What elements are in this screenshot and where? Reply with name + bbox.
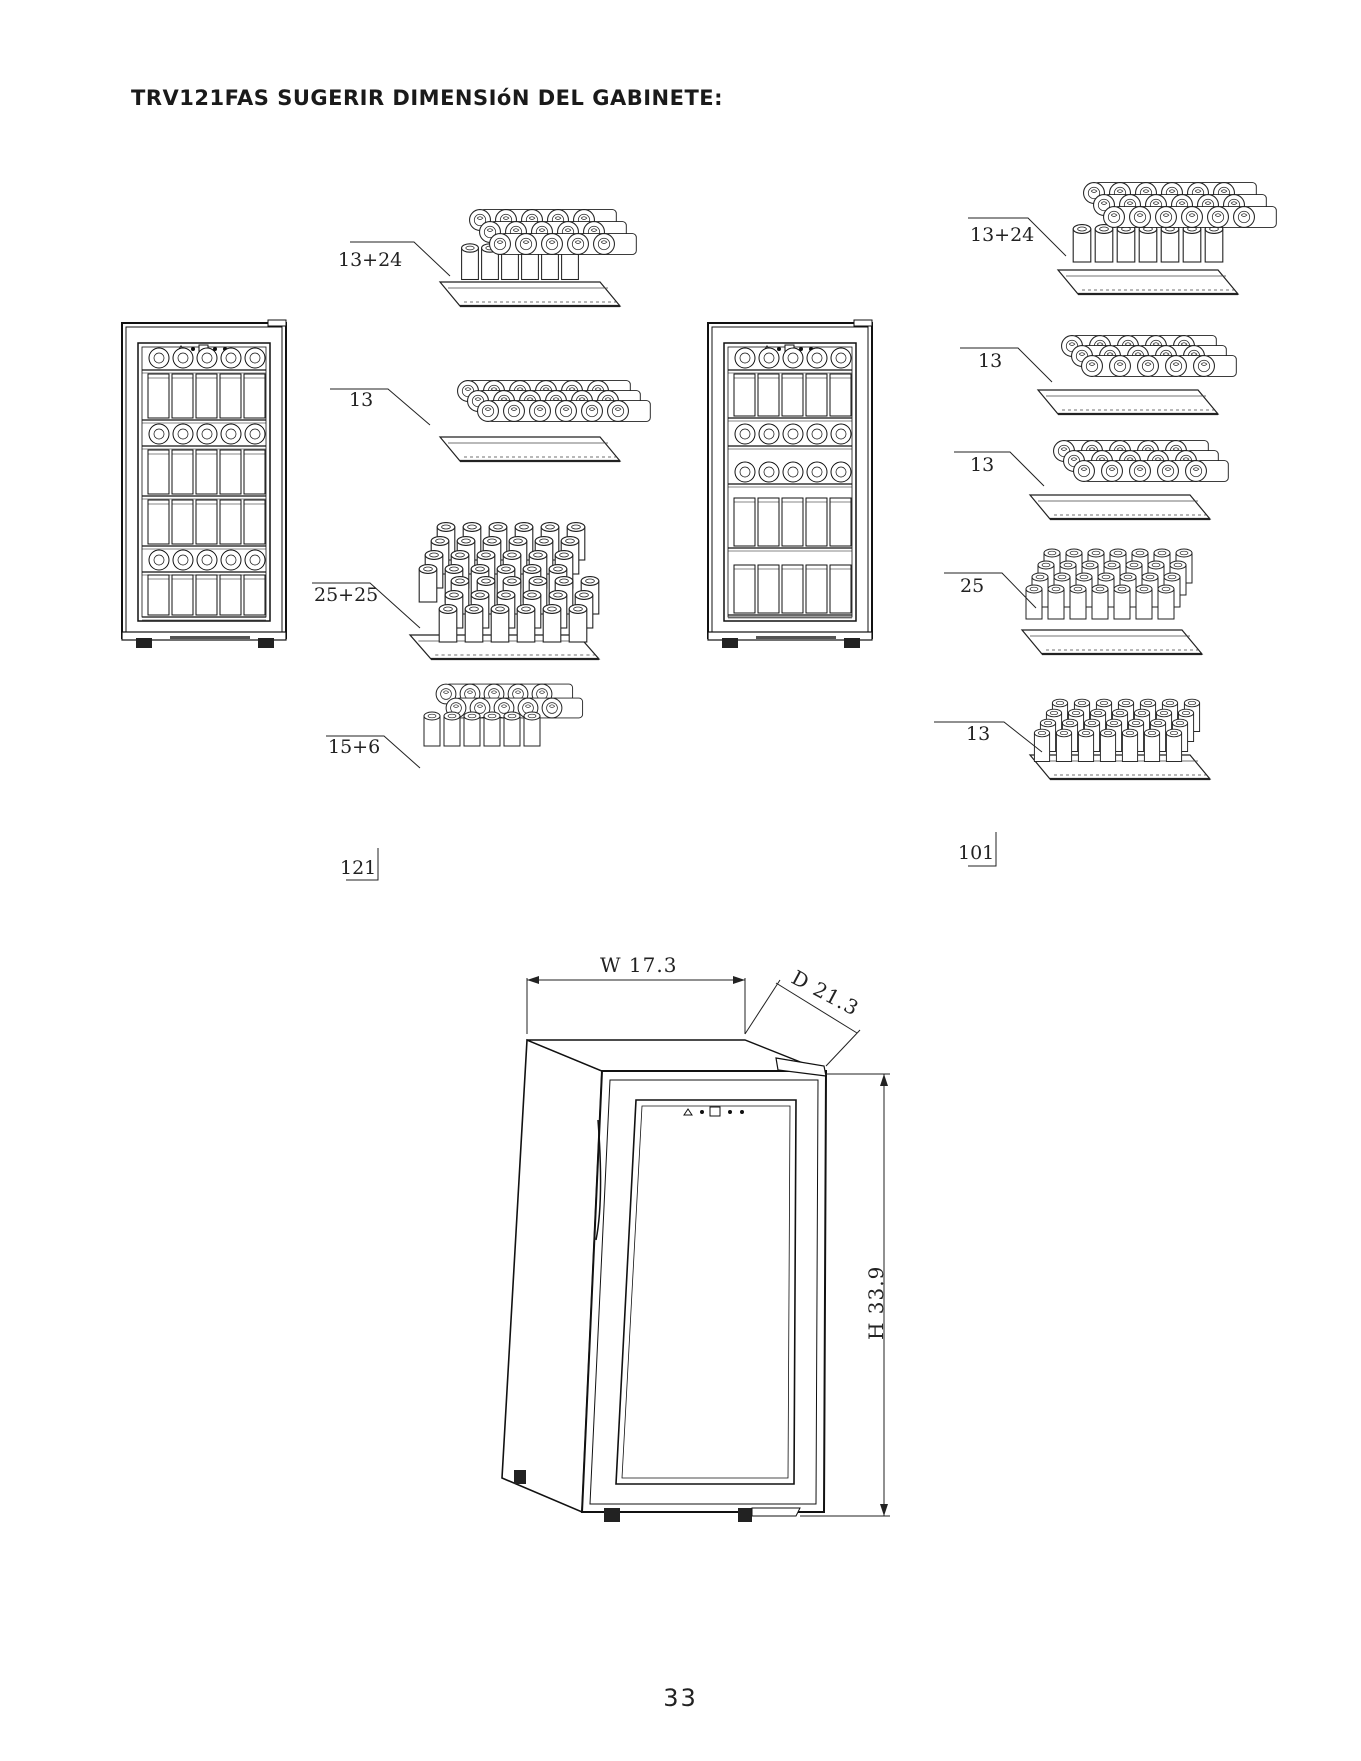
can-icon bbox=[484, 712, 500, 746]
shelf-illustration bbox=[1022, 549, 1202, 654]
can-icon bbox=[1034, 729, 1049, 761]
shelf-capacity-label: 13+24 bbox=[970, 224, 1034, 246]
can-icon bbox=[1183, 225, 1201, 262]
shelf-illustration bbox=[410, 523, 599, 659]
shelf-capacity-label: 15+6 bbox=[328, 736, 380, 758]
can-icon bbox=[517, 605, 535, 642]
can-icon bbox=[491, 605, 509, 642]
shelf-illustrations-right bbox=[1022, 183, 1276, 779]
can-icon bbox=[1122, 729, 1137, 761]
depth-dimension: D 21.3 bbox=[788, 965, 864, 1020]
fridge-front-left bbox=[122, 320, 286, 648]
shelf-illustration bbox=[424, 684, 583, 746]
can-icon bbox=[462, 244, 479, 280]
can-icon bbox=[543, 605, 561, 642]
can-icon bbox=[444, 712, 460, 746]
shelf-illustration bbox=[1030, 441, 1228, 519]
shelf-capacity-label: 13 bbox=[966, 723, 990, 745]
can-icon bbox=[1161, 225, 1179, 262]
can-icon bbox=[1117, 225, 1135, 262]
shelf-illustration bbox=[1030, 699, 1210, 779]
can-icon bbox=[504, 712, 520, 746]
fridge-front-right bbox=[708, 320, 872, 648]
height-dimension: H 33.9 bbox=[864, 1266, 888, 1340]
can-icon bbox=[524, 712, 540, 746]
can-icon bbox=[1073, 225, 1091, 262]
can-icon bbox=[419, 565, 437, 602]
can-icon bbox=[1095, 225, 1113, 262]
can-icon bbox=[1234, 207, 1277, 228]
can-icon bbox=[1100, 729, 1115, 761]
can-icon bbox=[542, 698, 583, 718]
can-icon bbox=[1158, 585, 1174, 619]
can-icon bbox=[1136, 585, 1152, 619]
total-capacity-label: 101 bbox=[958, 842, 994, 864]
shelf-illustration bbox=[440, 210, 636, 306]
shelf-capacity-label: 13 bbox=[978, 350, 1002, 372]
shelf-capacity-label: 13 bbox=[349, 389, 373, 411]
shelf-illustration bbox=[440, 381, 650, 461]
can-icon bbox=[1078, 729, 1093, 761]
dimension-drawing: W 17.3 D 21.3 H 33.9 bbox=[502, 953, 890, 1522]
shelf-illustration bbox=[1038, 336, 1236, 414]
can-icon bbox=[1205, 225, 1223, 262]
can-icon bbox=[464, 712, 480, 746]
can-icon bbox=[1056, 729, 1071, 761]
shelf-capacity-label: 13+24 bbox=[338, 249, 402, 271]
shelf-capacity-label: 25+25 bbox=[314, 584, 378, 606]
shelf-capacity-label: 25 bbox=[960, 575, 984, 597]
can-icon bbox=[1048, 585, 1064, 619]
can-icon bbox=[1186, 461, 1229, 482]
can-icon bbox=[569, 605, 587, 642]
page-number: 33 bbox=[0, 1684, 1361, 1712]
can-icon bbox=[1026, 585, 1042, 619]
shelf-capacity-label: 13 bbox=[970, 454, 994, 476]
can-icon bbox=[594, 234, 637, 255]
shelf-illustrations-left bbox=[410, 210, 650, 746]
can-icon bbox=[465, 605, 483, 642]
can-icon bbox=[608, 401, 651, 422]
can-icon bbox=[1070, 585, 1086, 619]
can-icon bbox=[1139, 225, 1157, 262]
width-dimension: W 17.3 bbox=[600, 953, 677, 977]
can-icon bbox=[1092, 585, 1108, 619]
can-icon bbox=[1144, 729, 1159, 761]
can-icon bbox=[1166, 729, 1181, 761]
can-icon bbox=[1114, 585, 1130, 619]
shelf-illustration bbox=[1058, 183, 1276, 294]
can-icon bbox=[1194, 356, 1237, 377]
total-capacity-label: 121 bbox=[340, 857, 376, 879]
can-icon bbox=[439, 605, 457, 642]
can-icon bbox=[424, 712, 440, 746]
